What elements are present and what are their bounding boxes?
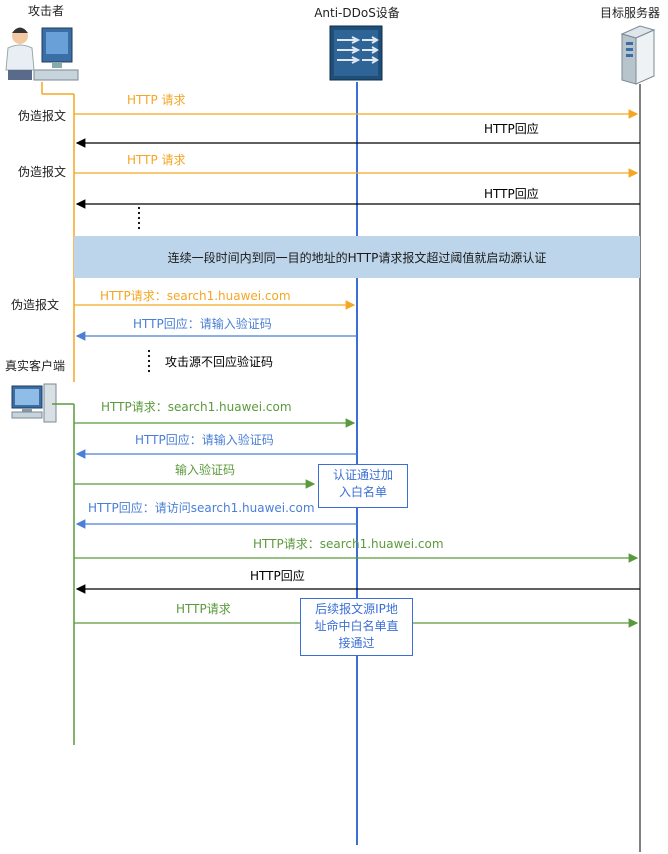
real-client-label: 真实客户端 <box>5 358 65 373</box>
msg-http-request-host: HTTP请求：search1.huawei.com <box>101 400 292 414</box>
msg-http-request: HTTP请求 <box>176 602 231 616</box>
source-auth-banner: 连续一段时间内到同一目的地址的HTTP请求报文超过阈值就启动源认证 <box>74 236 640 278</box>
msg-redirect-response: HTTP回应：请访问search1.huawei.com <box>88 500 315 515</box>
msg-http-response: HTTP回应 <box>484 121 539 136</box>
forged-packet-label: 伪造报文 <box>11 297 59 312</box>
anti-ddos-device-icon <box>329 25 383 81</box>
note-line: 后续报文源IP地 <box>315 602 398 616</box>
msg-input-captcha: 输入验证码 <box>175 462 235 477</box>
msg-http-request: HTTP 请求 <box>127 153 186 167</box>
msg-http-request-host: HTTP请求：search1.huawei.com <box>100 289 291 303</box>
whitelist-hit-note: 后续报文源IP地 址命中白名单直 接通过 <box>300 598 413 656</box>
real-client-icon <box>11 383 57 423</box>
ellipsis-dots <box>147 349 151 373</box>
note-line: 认证通过加 <box>332 468 393 482</box>
forged-packet-label: 伪造报文 <box>18 164 66 179</box>
server-icon <box>620 25 656 85</box>
note-line: 址命中白名单直 <box>314 619 399 633</box>
msg-captcha-response: HTTP回应：请输入验证码 <box>133 316 272 331</box>
attacker-icon <box>5 27 79 81</box>
anti-ddos-label: Anti-DDoS设备 <box>314 6 400 20</box>
msg-http-request: HTTP 请求 <box>127 93 186 107</box>
attacker-label: 攻击者 <box>28 4 64 18</box>
ellipsis-dots <box>137 206 141 230</box>
whitelist-note: 认证通过加 入白名单 <box>318 464 408 508</box>
msg-http-request-host: HTTP请求：search1.huawei.com <box>253 537 444 551</box>
note-line: 接通过 <box>338 636 375 650</box>
target-server-label: 目标服务器 <box>600 5 660 20</box>
msg-http-response: HTTP回应 <box>250 568 305 583</box>
note-line: 入白名单 <box>338 485 387 499</box>
msg-captcha-response: HTTP回应：请输入验证码 <box>135 432 274 447</box>
msg-http-response: HTTP回应 <box>484 186 539 201</box>
no-captcha-note: 攻击源不回应验证码 <box>165 354 273 369</box>
forged-packet-label: 伪造报文 <box>18 108 66 123</box>
